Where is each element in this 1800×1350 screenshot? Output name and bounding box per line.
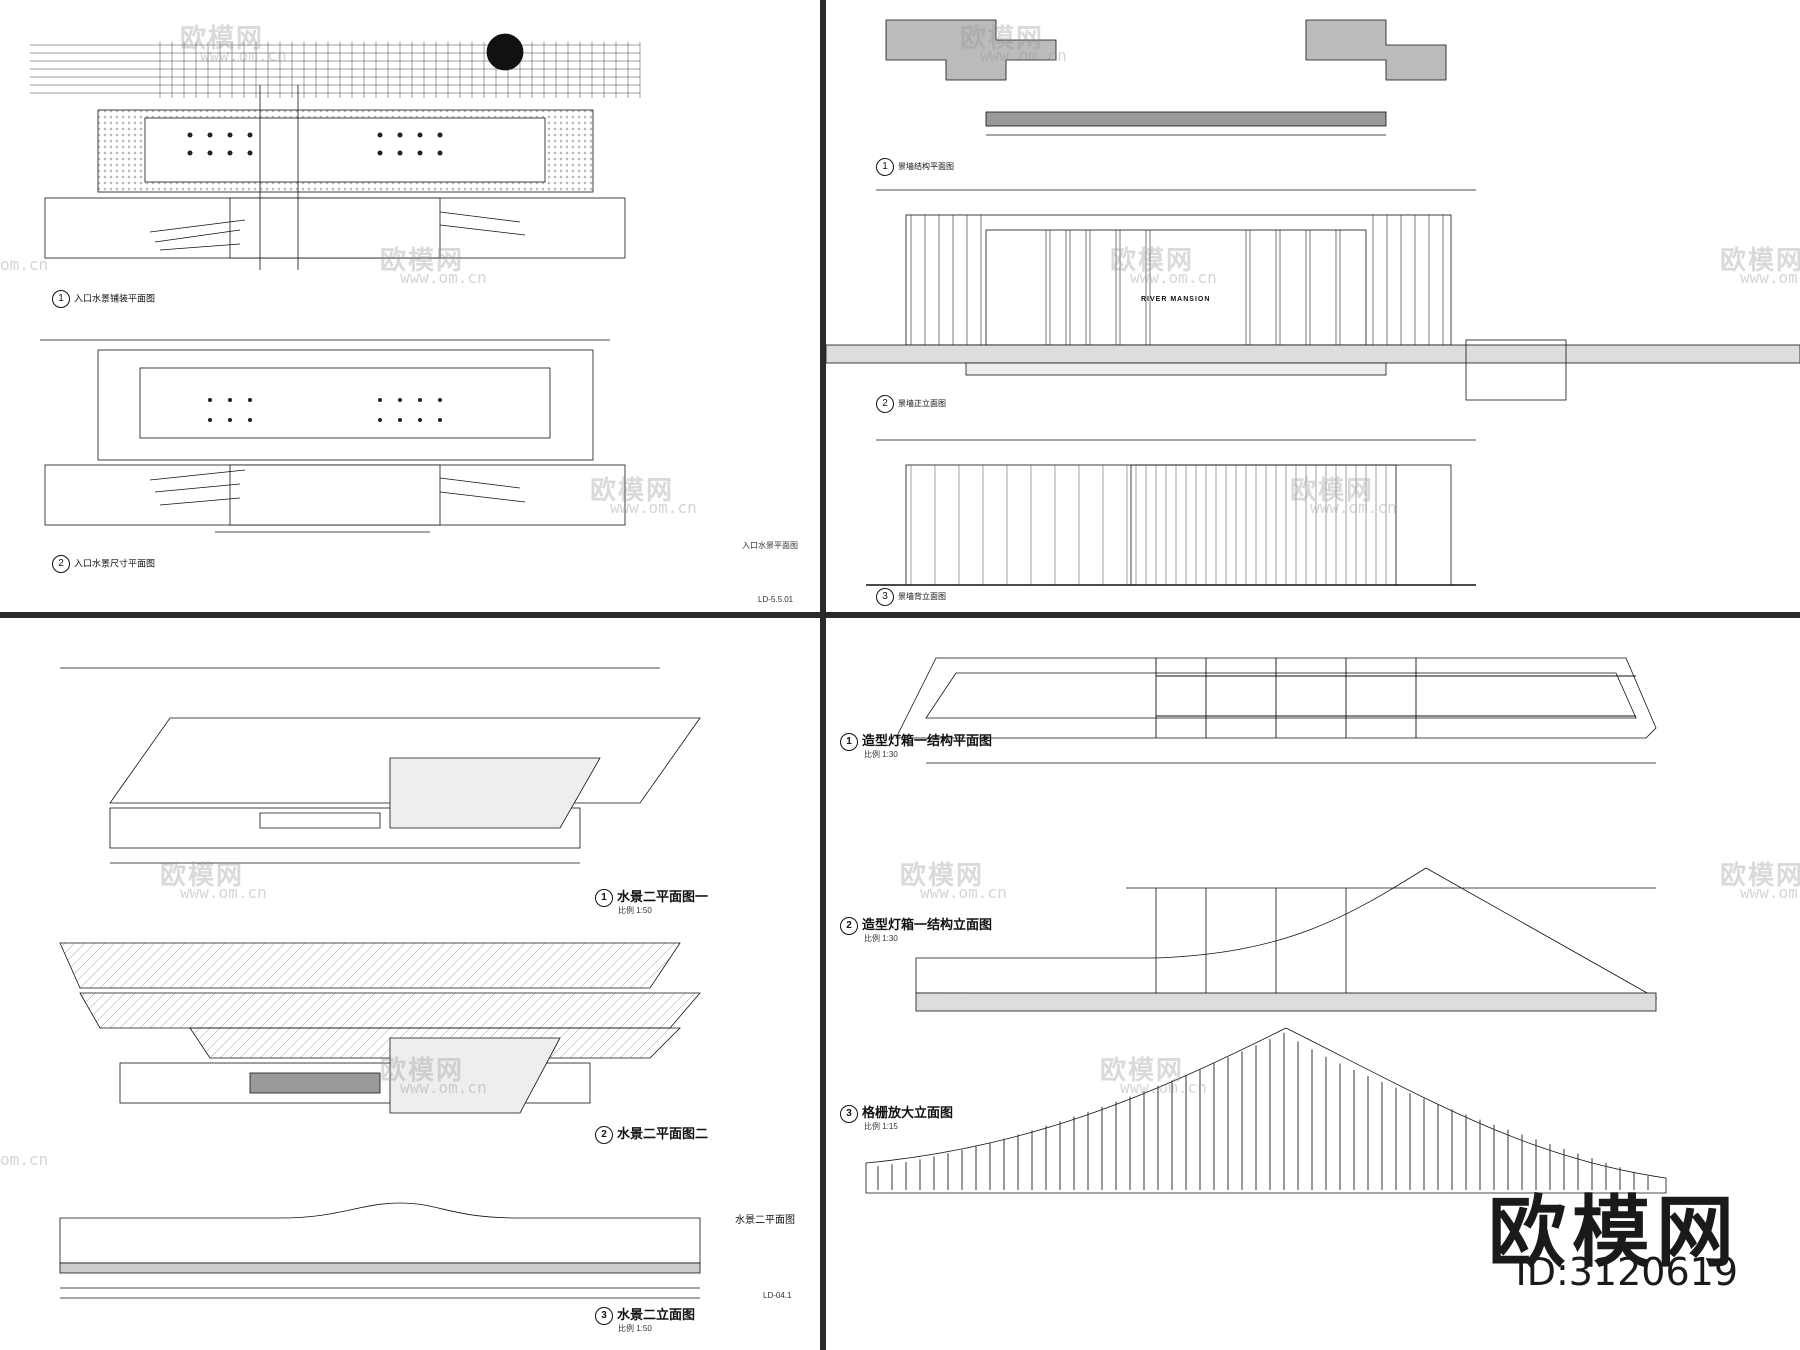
sign-text: RIVER MANSION xyxy=(1141,296,1211,303)
side-note-water-plan: 水景二平面图 xyxy=(735,1215,795,1226)
drawing-light-box xyxy=(865,657,1667,1194)
drawing-landscape-wall xyxy=(826,19,1800,586)
scale-lightbox-plan: 比例 1:30 xyxy=(864,750,898,759)
scale-water-elevation: 比例 1:50 xyxy=(618,1324,652,1333)
brand-logo-text: 欧模网 xyxy=(1487,1188,1740,1276)
brand-id: ID:3120619 xyxy=(1515,1250,1738,1294)
scale-grille-elevation: 比例 1:15 xyxy=(864,1122,898,1131)
sheet-number-bl: LD-04.1 xyxy=(763,1291,792,1300)
side-note: 入口水景平面图 xyxy=(742,541,798,550)
sheet-number: LD-5.5.01 xyxy=(758,595,794,604)
scale-lightbox-elevation: 比例 1:30 xyxy=(864,934,898,943)
scale-water-plan-one: 比例 1:50 xyxy=(618,906,652,915)
drawing-water-feature-two xyxy=(59,667,701,1299)
drawing-water-feature-plan xyxy=(30,33,641,533)
